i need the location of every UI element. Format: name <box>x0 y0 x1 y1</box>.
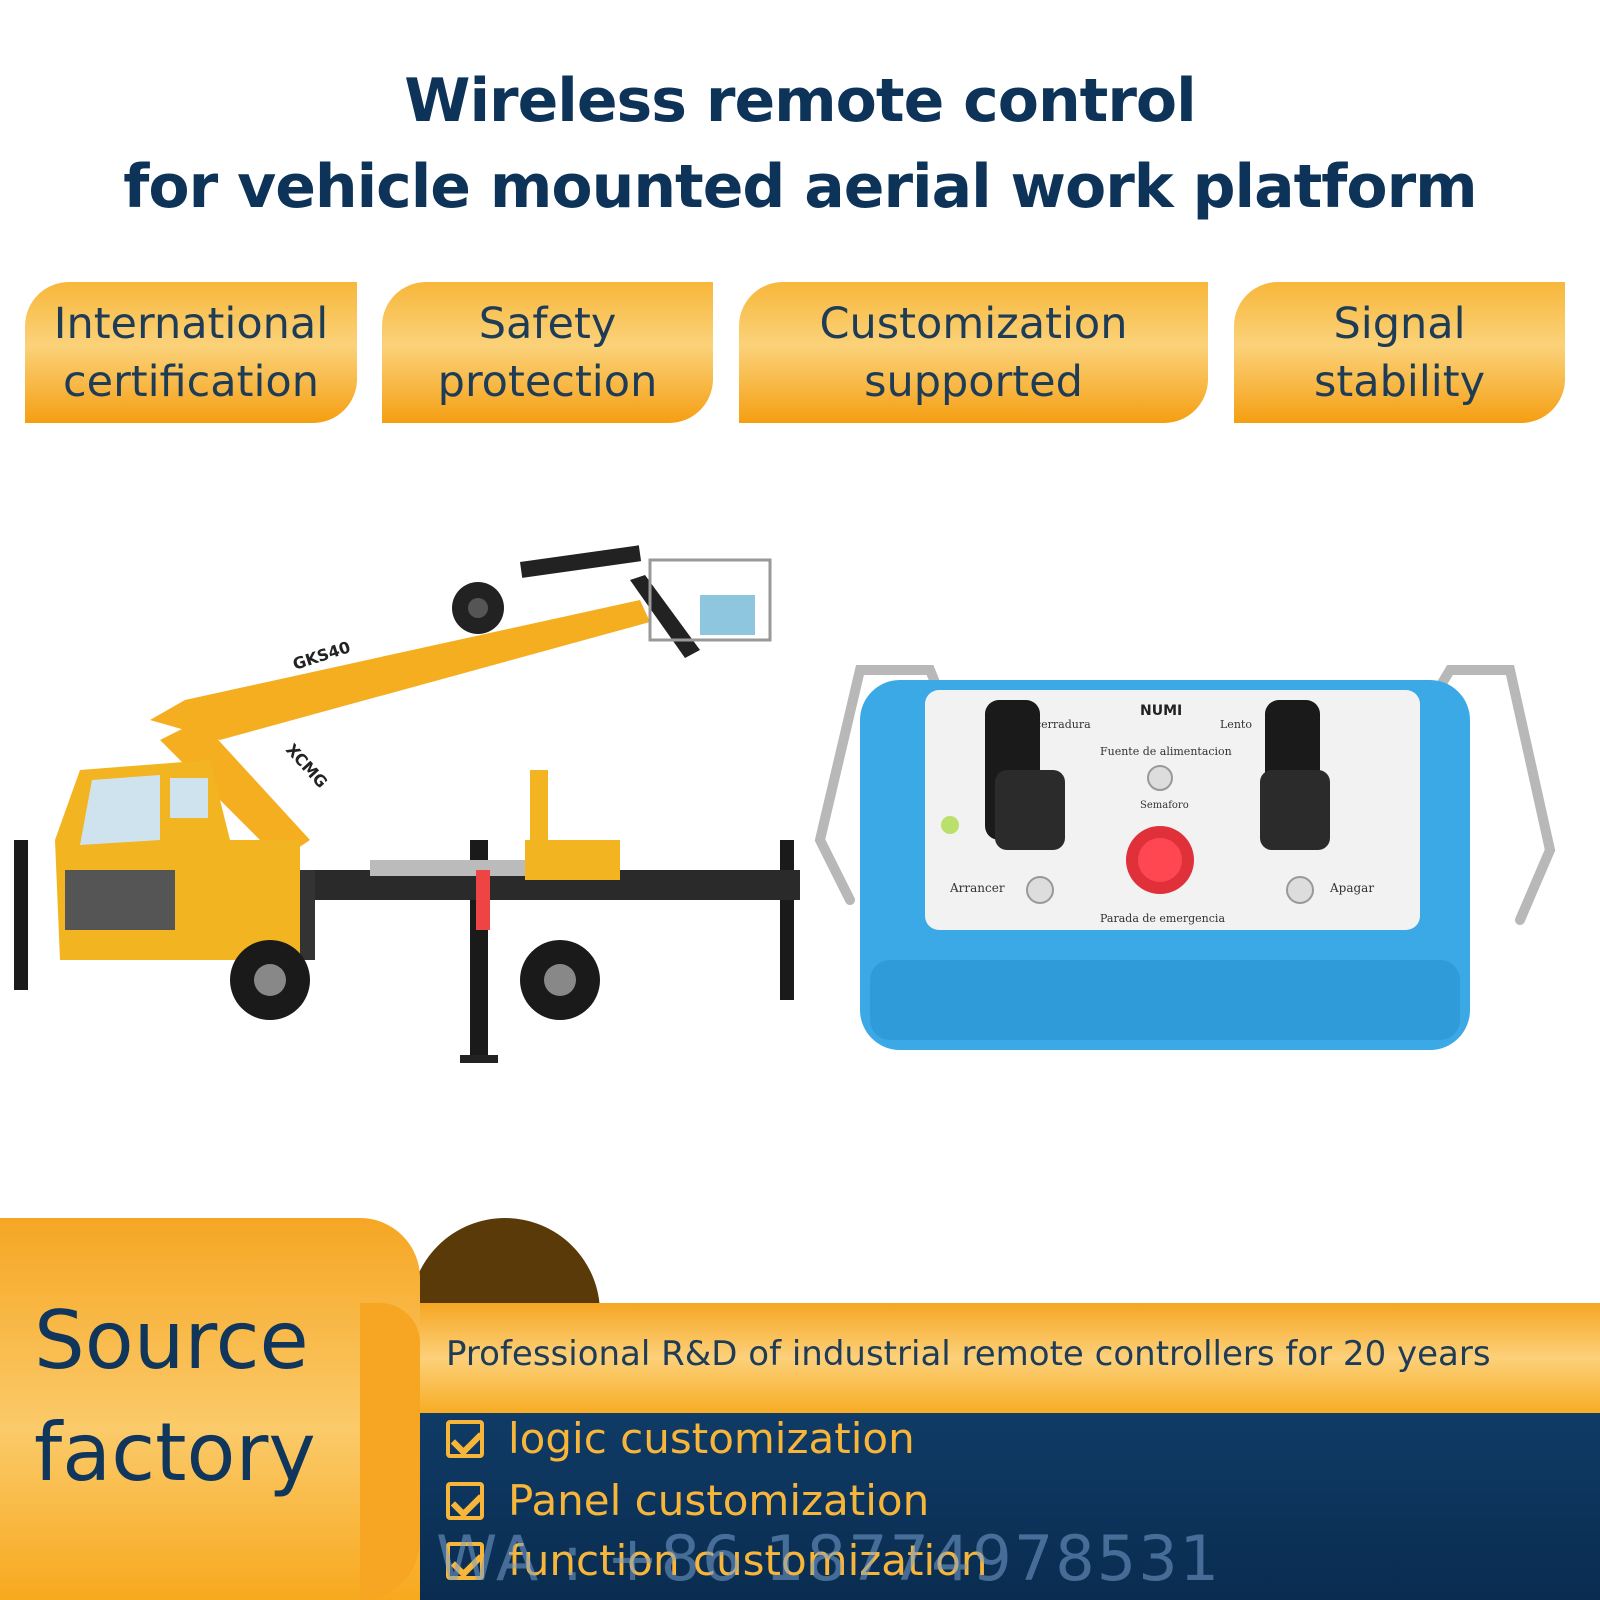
banner-navy-strip <box>380 1413 1600 1600</box>
feature-text: certification <box>62 356 319 407</box>
panel-label-lento: Lento <box>1220 718 1252 731</box>
source-factory-heading: Source factory <box>34 1285 316 1509</box>
checklist-item: function customization <box>446 1536 988 1585</box>
rd-statement: Professional R&D of industrial remote co… <box>446 1334 1491 1374</box>
banner-left-cap <box>360 1303 420 1600</box>
feature-badge-customization: Customization supported <box>739 282 1208 423</box>
feature-text: protection <box>437 356 658 407</box>
feature-text: International <box>53 298 329 349</box>
factory-word: factory <box>34 1406 316 1499</box>
banner-orange-strip <box>380 1303 1600 1413</box>
checkbox-icon <box>446 1541 484 1580</box>
panel-label-start: Arrancer <box>949 881 1005 895</box>
checklist-label: Panel customization <box>508 1476 930 1525</box>
feature-text: Customization <box>819 298 1128 349</box>
checklist-item: logic customization <box>446 1414 915 1463</box>
checkbox-icon <box>446 1481 484 1520</box>
feature-text: stability <box>1313 356 1486 407</box>
panel-label-cerradura: cerradura <box>1035 718 1091 731</box>
source-word: Source <box>34 1294 309 1387</box>
panel-label-emergency: Parada de emergencia <box>1100 912 1225 925</box>
feature-text: supported <box>864 356 1083 407</box>
title-line-2: for vehicle mounted aerial work platform <box>123 152 1477 222</box>
feature-badge-signal: Signal stability <box>1234 282 1565 423</box>
panel-label-semaforo: Semaforo <box>1140 800 1189 811</box>
remote-brand: NUMI <box>1140 703 1182 719</box>
feature-badge-safety: Safety protection <box>382 282 713 423</box>
brand-label: XCMG <box>282 740 331 792</box>
panel-label-feed: Fuente de alimentacion <box>1100 745 1232 758</box>
banner-left-panel <box>0 1218 420 1600</box>
panel-label-stop: Apagar <box>1329 881 1374 895</box>
checkbox-icon <box>446 1419 484 1458</box>
feature-text: Signal <box>1333 298 1466 349</box>
aerial-platform-truck-image: GKS40 XCMG <box>14 545 800 1063</box>
feature-badge-certification: International certification <box>25 282 357 423</box>
checklist-item: Panel customization <box>446 1476 929 1525</box>
feature-text: Safety <box>478 298 617 349</box>
checklist-label: logic customization <box>508 1414 915 1463</box>
contact-watermark: WA : +86 18774978531 <box>436 1522 1222 1595</box>
checklist-label: function customization <box>508 1536 988 1585</box>
title-line-1: Wireless remote control <box>404 66 1196 136</box>
remote-controller-image: NUMI cerradura Lento Fuente de alimentac… <box>814 665 1556 1050</box>
